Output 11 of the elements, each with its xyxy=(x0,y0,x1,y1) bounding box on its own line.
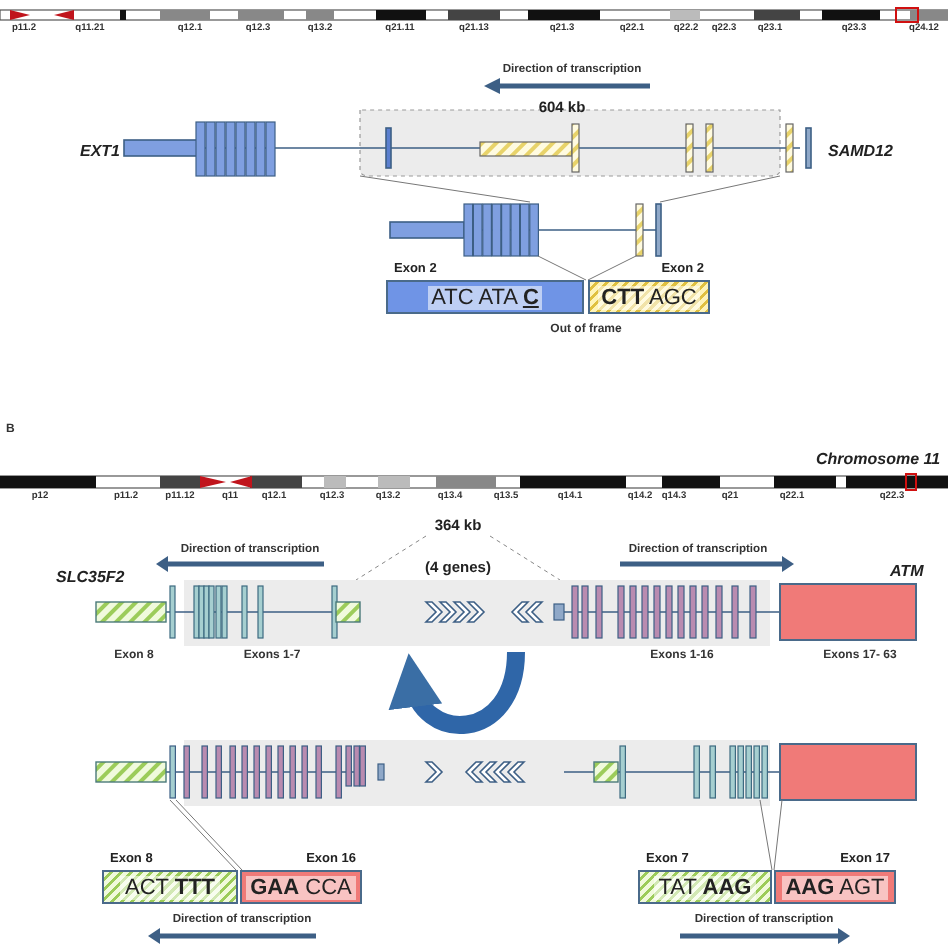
sequence-box: ATC ATA C xyxy=(386,280,584,314)
sequence-box: TAT AAG xyxy=(638,870,772,904)
sequence-box: GAA CCA xyxy=(240,870,362,904)
sequence-box: CTT AGC xyxy=(588,280,710,314)
gene-name: SAMD12 xyxy=(828,144,893,160)
sequence-box: ACT TTT xyxy=(102,870,238,904)
gene-name: EXT1 xyxy=(80,144,121,160)
gene-name: SLC35F2 xyxy=(56,570,125,586)
sequence-box: AAG AGT xyxy=(774,870,896,904)
gene-name: ATM xyxy=(890,564,924,580)
chromosome-name: Chromosome 11 xyxy=(816,452,941,468)
